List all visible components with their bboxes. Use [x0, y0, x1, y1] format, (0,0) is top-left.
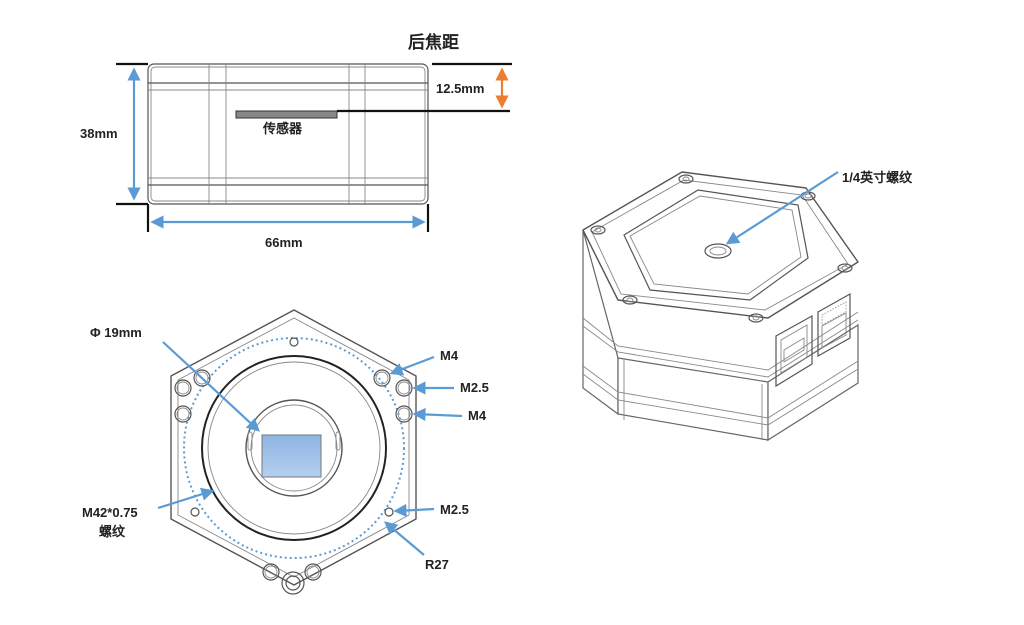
sensor-window	[261, 434, 322, 478]
sensor-bar	[235, 110, 338, 119]
m25-top-label: M2.5	[460, 380, 489, 395]
tripod-thread-label: 1/4英寸螺纹	[842, 170, 913, 185]
r27-circle	[183, 337, 405, 559]
aperture-label: Φ 19mm	[90, 325, 142, 340]
m4-top-label: M4	[440, 348, 459, 363]
m4-mid-label: M4	[468, 408, 487, 423]
sensor-label: 传感器	[262, 121, 303, 136]
m25-bottom-label: M2.5	[440, 502, 469, 517]
mount-thread-label-2: 螺纹	[99, 524, 126, 539]
back-focus-title: 后焦距	[408, 32, 459, 52]
side-view	[116, 62, 512, 232]
height-label: 38mm	[80, 126, 118, 141]
usb-port	[775, 314, 813, 388]
width-label: 66mm	[265, 235, 303, 250]
radius-label: R27	[425, 557, 449, 572]
back-focus-value: 12.5mm	[436, 81, 484, 96]
rj45-port	[817, 292, 851, 358]
front-view	[157, 309, 463, 595]
isometric-view	[582, 171, 859, 442]
mount-thread-label-1: M42*0.75	[82, 505, 138, 520]
